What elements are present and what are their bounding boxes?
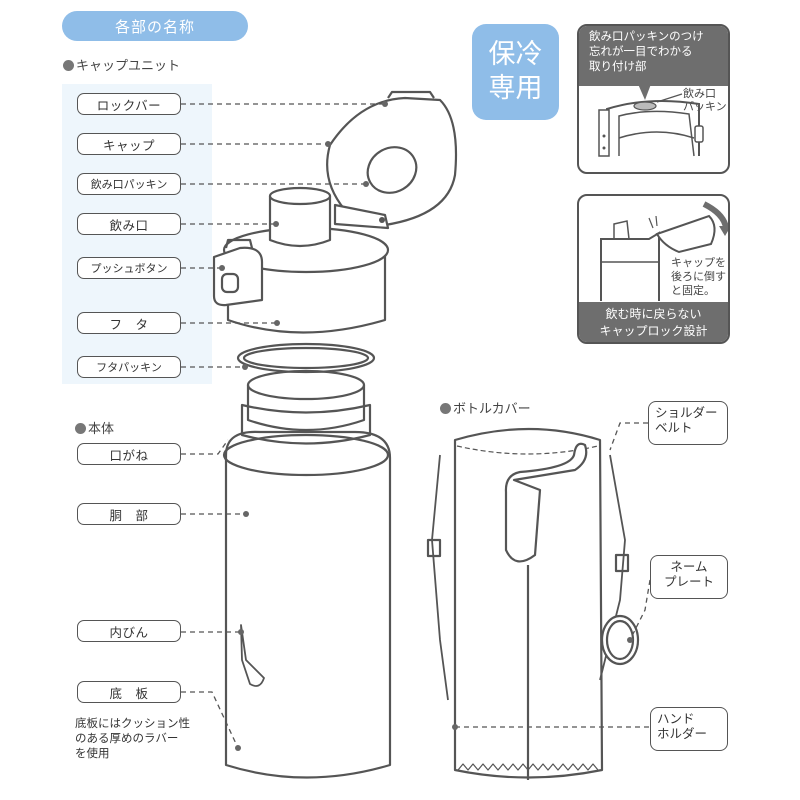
section-cap-unit: キャップユニット (63, 55, 180, 74)
label-bottom-plate: 底 板 (77, 681, 181, 703)
bottle-body-drawing (224, 430, 392, 779)
label-line: ベルト (655, 420, 693, 435)
info-card-footer: 飲む時に戻らない キャップロック設計 (579, 302, 728, 342)
page-title: 各部の名称 (62, 11, 248, 41)
label-push-button: プッシュボタン (77, 257, 181, 279)
section-body: 本体 (75, 418, 114, 437)
label-spout: 飲み口 (77, 213, 181, 235)
push-button-drawing (212, 246, 264, 307)
bottom-plate-note: 底板にはクッション性 のある厚めのラバー を使用 (75, 716, 190, 761)
badge-line: 保冷 (488, 39, 543, 70)
label-shoulder-belt: ショルダー ベルト (648, 401, 728, 445)
callout-line: 後ろに倒す (671, 270, 726, 283)
note-line: のある厚めのラバー (75, 731, 179, 745)
label-lock-bar: ロックバー (77, 93, 181, 115)
footer-line: キャップロック設計 (599, 324, 708, 338)
callout-line: 飲み口 (683, 87, 716, 100)
header-line: 飲み口パッキンのつけ (589, 29, 704, 43)
bullet-icon (440, 403, 451, 414)
label-spout-packing: 飲み口パッキン (77, 173, 181, 195)
label-cap: キャップ (77, 133, 181, 155)
info-card-packing: 飲み口パッキンのつけ 忘れが一目でわかる 取り付け部 飲み口 パッキン (577, 24, 730, 174)
info-callout-lock: キャップを 後ろに倒す と固定。 (671, 256, 726, 298)
bottle-cover-drawing (453, 427, 604, 779)
header-line: 取り付け部 (589, 59, 647, 73)
section-bottle-cover-label: ボトルカバー (453, 402, 531, 417)
section-body-label: 本体 (88, 422, 115, 437)
name-plate-drawing (600, 614, 640, 666)
info-card-header: 飲み口パッキンのつけ 忘れが一目でわかる 取り付け部 (579, 26, 728, 86)
cap-closeup-illustration (598, 84, 704, 157)
label-mouth-ring: 口がね (77, 443, 181, 465)
note-line: を使用 (75, 746, 110, 760)
lid-drawing (226, 255, 387, 334)
lid-packing-drawing (236, 342, 376, 374)
label-lid-packing: フタパッキン (77, 356, 181, 378)
label-hand-holder: ハンド ホルダー (650, 707, 728, 751)
label-line: ハンド (657, 711, 695, 726)
cap-lock-illustration (600, 201, 728, 301)
label-line: ショルダー (655, 405, 718, 420)
callout-line: と固定。 (671, 284, 715, 297)
cap-lid-drawing (326, 96, 458, 227)
cold-only-badge: 保冷 専用 (472, 24, 559, 120)
label-line: プレート (663, 574, 714, 589)
bullet-icon (63, 60, 74, 71)
callout-line: キャップを (671, 256, 726, 269)
section-bottle-cover: ボトルカバー (440, 398, 531, 417)
label-inner-bottle: 内びん (77, 620, 181, 642)
note-line: 底板にはクッション性 (75, 716, 190, 730)
label-line: ネーム (670, 559, 708, 574)
badge-line: 専用 (488, 73, 543, 104)
label-line: ホルダー (657, 726, 708, 741)
section-cap-unit-label: キャップユニット (76, 59, 181, 74)
label-name-plate: ネーム プレート (650, 555, 728, 599)
label-body-shell: 胴 部 (77, 503, 181, 525)
bullet-icon (75, 423, 86, 434)
header-line: 忘れが一目でわかる (589, 44, 693, 58)
spout-drawing (268, 196, 332, 248)
footer-line: 飲む時に戻らない (605, 307, 702, 321)
label-lid: フ タ (77, 312, 181, 334)
info-card-cap-lock: キャップを 後ろに倒す と固定。 飲む時に戻らない キャップロック設計 (577, 194, 730, 344)
